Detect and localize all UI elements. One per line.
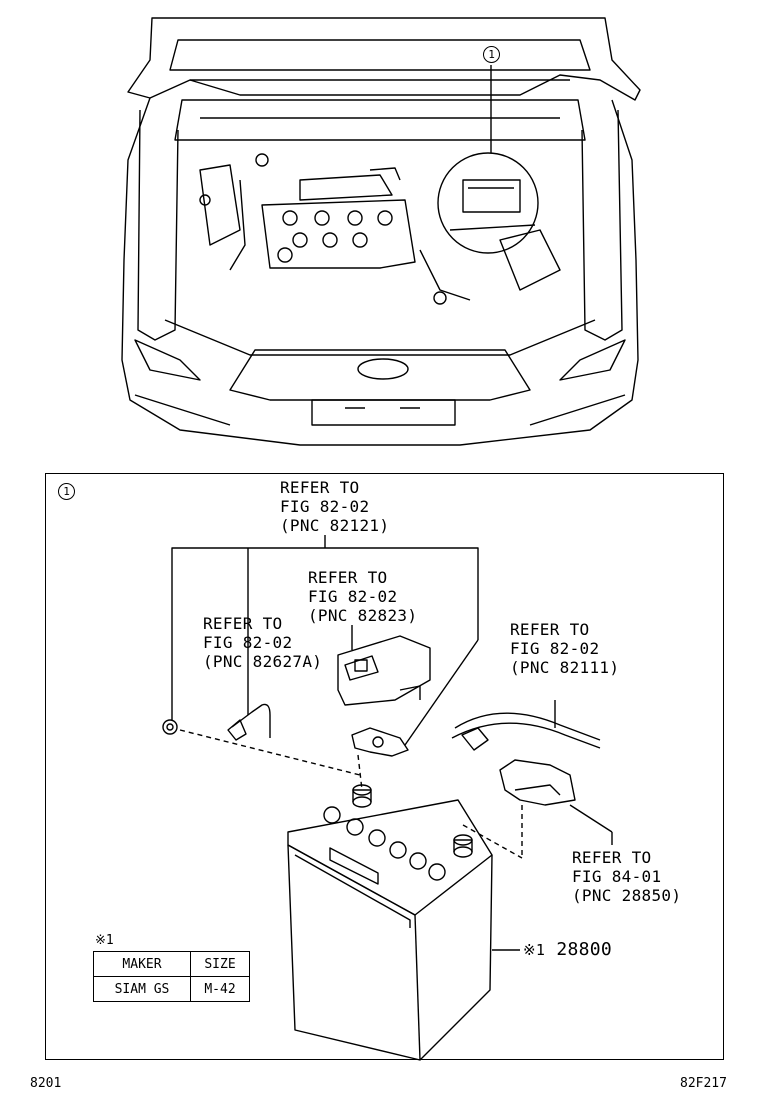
ref-line3: (PNC 28850) [572, 886, 682, 905]
ref-line1: REFER TO [572, 848, 652, 867]
ref-label-28850: REFER TO FIG 84-01 (PNC 28850) [572, 848, 681, 905]
ref-line1: REFER TO [308, 568, 388, 587]
ref-line1: REFER TO [280, 478, 360, 497]
ref-line3: (PNC 82627A) [203, 652, 323, 671]
ref-line2: FIG 82-02 [308, 587, 398, 606]
detail-callout-marker: 1 [58, 483, 75, 500]
spec-table-note: ※1 [95, 933, 114, 948]
ref-line2: FIG 82-02 [510, 639, 600, 658]
spec-cell-size: M-42 [190, 976, 250, 1002]
spec-header-maker: MAKER [93, 951, 191, 977]
footer-right-code: 82F217 [680, 1076, 727, 1091]
battery-spec-table: MAKER SIZE SIAM GS M-42 [93, 951, 250, 1002]
vehicle-engine-bay-illustration [121, 17, 641, 446]
ref-line3: (PNC 82111) [510, 658, 620, 677]
detail-frame [45, 473, 724, 1060]
ref-label-82121: REFER TO FIG 82-02 (PNC 82121) [280, 478, 389, 535]
ref-label-82111: REFER TO FIG 82-02 (PNC 82111) [510, 620, 619, 677]
footer-left-code: 8201 [30, 1076, 62, 1091]
ref-line3: (PNC 82823) [308, 606, 418, 625]
part-number: 28800 [556, 939, 613, 960]
callout-marker[interactable]: 1 [483, 46, 500, 63]
spec-cell-maker: SIAM GS [93, 976, 191, 1002]
ref-label-82823: REFER TO FIG 82-02 (PNC 82823) [308, 568, 417, 625]
ref-line3: (PNC 82121) [280, 516, 390, 535]
ref-line1: REFER TO [510, 620, 590, 639]
ref-line2: FIG 82-02 [280, 497, 370, 516]
part-number-label[interactable]: ※1 28800 [523, 940, 612, 960]
part-mark: ※1 [523, 941, 546, 959]
spec-header-size: SIZE [190, 951, 250, 977]
ref-line2: FIG 82-02 [203, 633, 293, 652]
ref-line2: FIG 84-01 [572, 867, 662, 886]
ref-line1: REFER TO [203, 614, 283, 633]
ref-label-82627A: REFER TO FIG 82-02 (PNC 82627A) [203, 614, 322, 671]
